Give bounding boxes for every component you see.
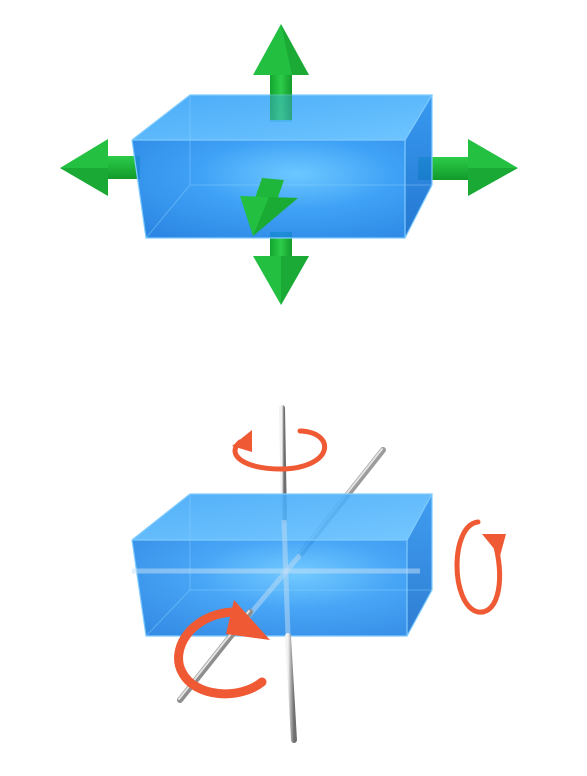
rotation-box — [131, 493, 434, 637]
vertical-axis-inside — [281, 519, 291, 637]
arrow-up-shaft-overlay — [270, 80, 292, 120]
depth-axis-inside — [243, 553, 302, 622]
rotate-around-depth-icon — [174, 600, 270, 699]
rotate-around-horizontal-icon — [454, 519, 506, 615]
rotation-panel — [38, 405, 538, 743]
arrow-right-icon — [418, 139, 518, 196]
translation-panel — [60, 24, 518, 305]
arrow-left-icon — [60, 139, 140, 196]
arrow-down-icon — [253, 232, 309, 305]
arrow-forward-icon — [240, 178, 298, 236]
rotate-around-vertical-icon — [232, 428, 328, 472]
vertical-axis-rod-lower — [285, 633, 297, 743]
